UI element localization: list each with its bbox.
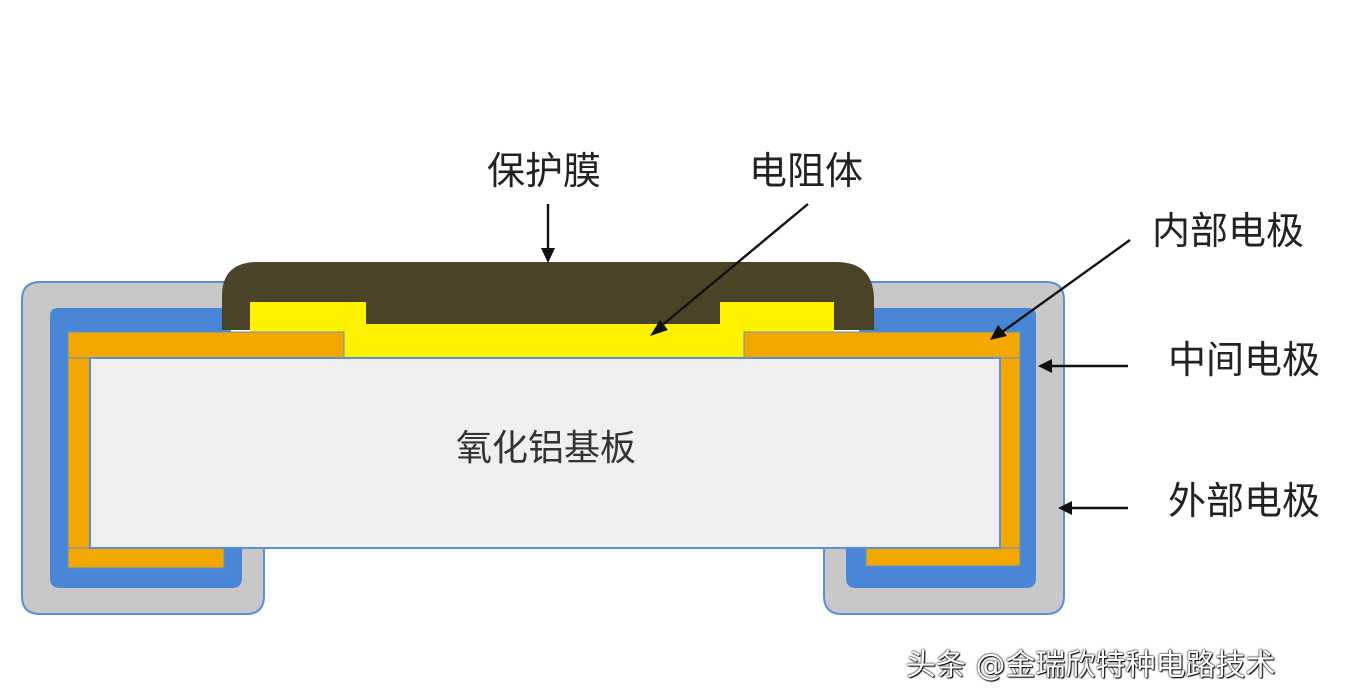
arrow-inner-electrode (1001, 239, 1131, 333)
pointer-arrows (541, 203, 1131, 515)
arrowhead-protective-film (541, 248, 555, 263)
inner-electrode-left-back (67, 355, 91, 569)
inner-electrode-right-top (743, 331, 1021, 359)
resistor-body (250, 302, 834, 358)
arrowhead-outer-electrode (1058, 501, 1072, 515)
label-alumina-substrate: 氧化铝基板 (456, 428, 636, 469)
label-resistor-body: 电阻体 (749, 149, 863, 193)
arrow-resistor-body (659, 203, 809, 328)
inner-electrode-left-top (67, 331, 345, 359)
label-middle-electrode: 中间电极 (1168, 338, 1320, 382)
label-inner-electrode: 内部电极 (1152, 209, 1304, 253)
inner-electrode-right-bottom (865, 547, 1021, 567)
arrowhead-inner-electrode (990, 325, 1007, 340)
inner-electrode-right-back (999, 355, 1021, 567)
label-outer-electrode: 外部电极 (1168, 479, 1320, 523)
arrowhead-resistor-body (650, 320, 668, 336)
protective-film (222, 262, 874, 330)
watermark: 头条 @金瑞欣特种电路技术 (906, 648, 1276, 683)
inner-electrode-left-bottom (67, 547, 225, 569)
label-protective-film: 保护膜 (487, 149, 601, 193)
arrowhead-middle-electrode (1038, 359, 1052, 373)
alumina-substrate (89, 357, 1001, 549)
